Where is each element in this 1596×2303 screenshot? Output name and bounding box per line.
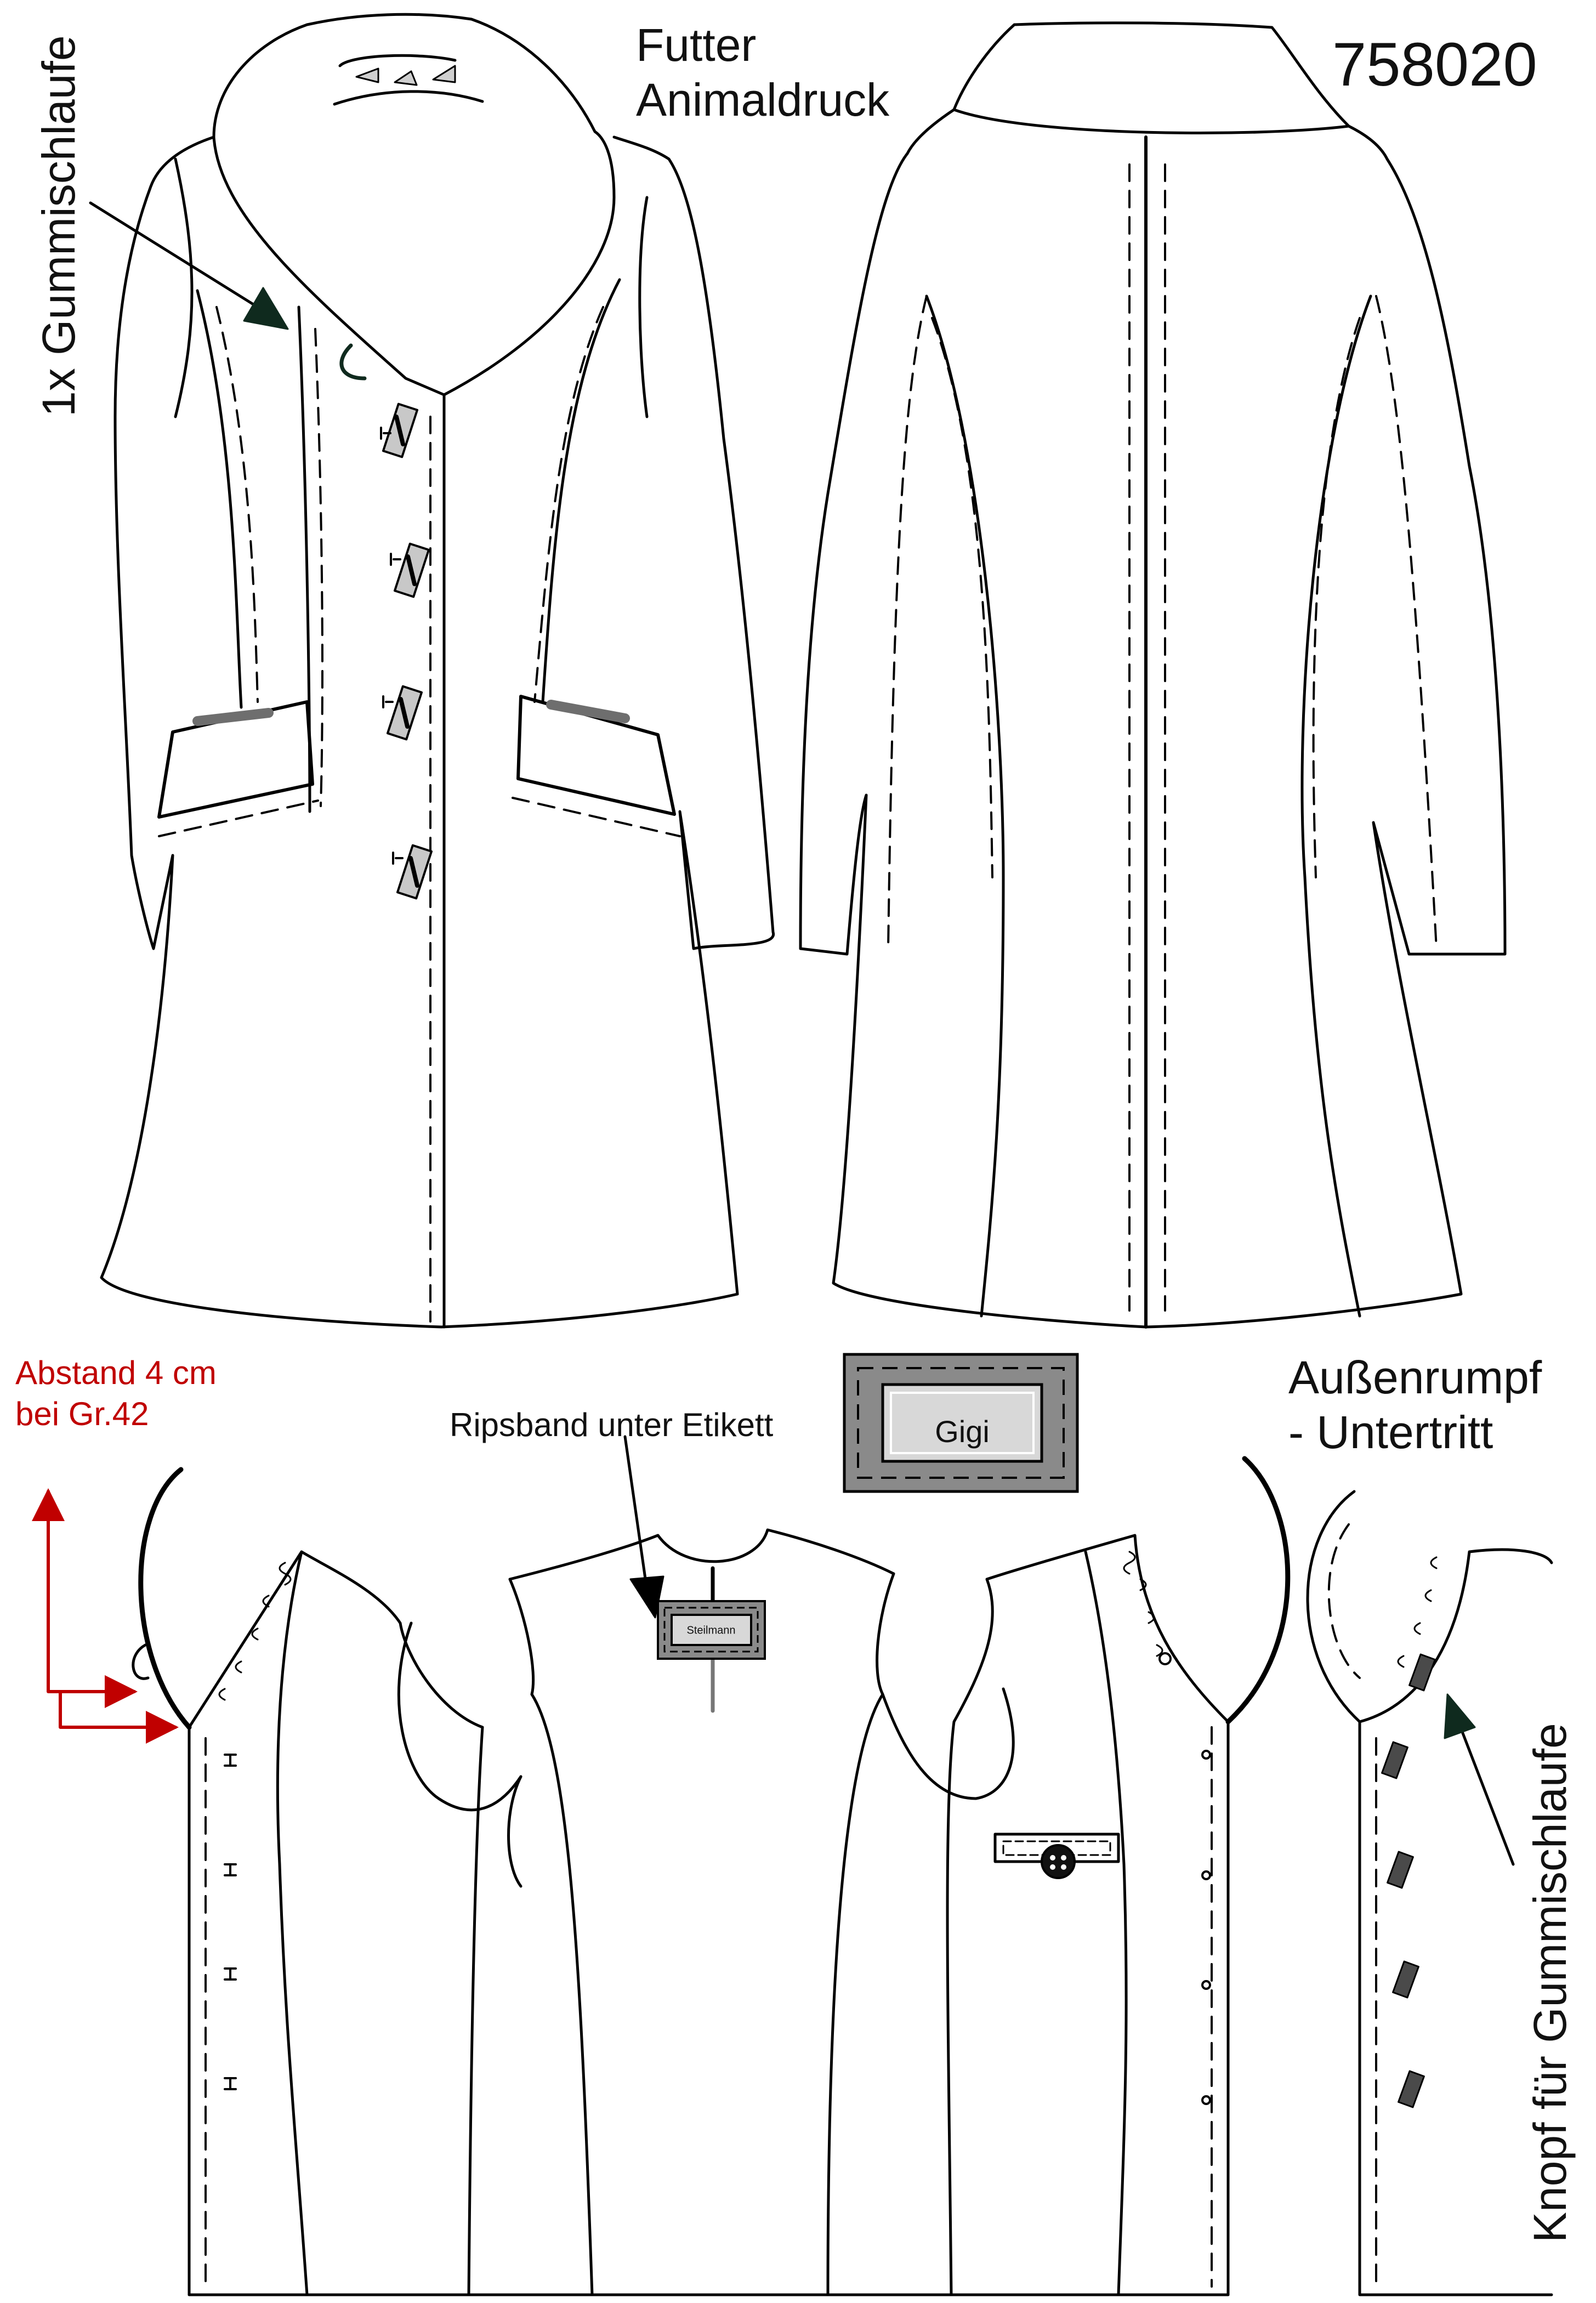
lining-note-line2: Animaldruck bbox=[636, 74, 890, 126]
outer-body-detail bbox=[1306, 1490, 1553, 2296]
annotation-arrows bbox=[32, 201, 1515, 1866]
coat-front-view bbox=[100, 13, 775, 1329]
style-number: 758020 bbox=[1332, 30, 1537, 99]
outer-body-note-line2: - Untertritt bbox=[1288, 1406, 1493, 1458]
elastic-loop-note: 1x Gummischlaufe bbox=[33, 35, 84, 417]
button-tabs bbox=[1381, 1653, 1436, 2108]
outer-body-note-line1: Außenrumpf bbox=[1288, 1352, 1542, 1403]
button-note: Knopf für Gummischlaufe bbox=[1524, 1723, 1576, 2243]
toggle-buttons bbox=[380, 402, 433, 900]
small-label-text: Steilmann bbox=[687, 1624, 736, 1636]
ribbon-note: Ripsband unter Etikett bbox=[450, 1406, 774, 1443]
coat-back-view bbox=[799, 21, 1507, 1329]
spacing-note-line2: bei Gr.42 bbox=[15, 1396, 149, 1432]
lining-flat-pattern bbox=[132, 1456, 1291, 2296]
lining-note-line1: Futter bbox=[636, 19, 757, 71]
brand-label-text: Gigi bbox=[935, 1414, 990, 1449]
brand-label-large: Gigi bbox=[843, 1353, 1079, 1493]
brand-label-small: Steilmann bbox=[657, 1600, 766, 1660]
spacing-note-line1: Abstand 4 cm bbox=[15, 1354, 217, 1391]
